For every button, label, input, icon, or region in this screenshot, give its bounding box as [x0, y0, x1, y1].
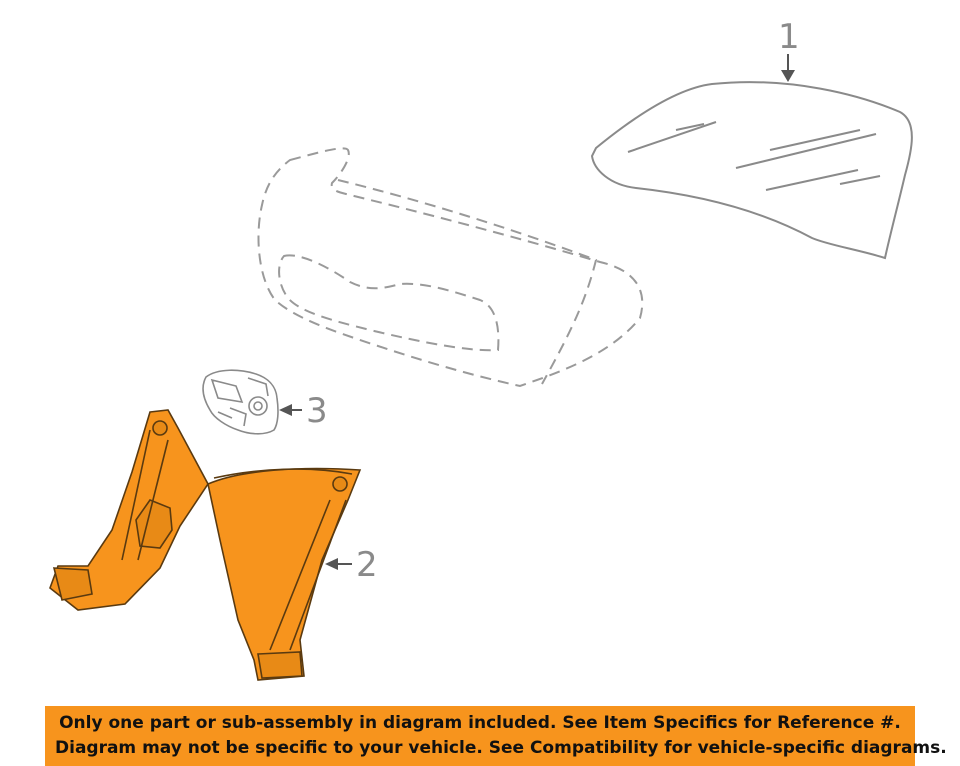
callout-3: 3 [279, 391, 328, 431]
disclaimer-line-1: Only one part or sub-assembly in diagram… [59, 713, 901, 733]
door-glass [590, 81, 913, 260]
callout-2: 2 [325, 545, 378, 585]
svg-text:1: 1 [778, 17, 800, 57]
window-motor [202, 369, 279, 435]
callout-1: 1 [778, 17, 800, 82]
window-regulator [49, 409, 362, 681]
disclaimer-line-2: Diagram may not be specific to your vehi… [55, 738, 947, 758]
svg-text:2: 2 [356, 545, 378, 585]
door-trim-panel [257, 147, 644, 388]
svg-text:3: 3 [306, 391, 328, 431]
disclaimer-banner: Only one part or sub-assembly in diagram… [45, 706, 947, 766]
parts-diagram: 1 2 3 [49, 17, 913, 681]
